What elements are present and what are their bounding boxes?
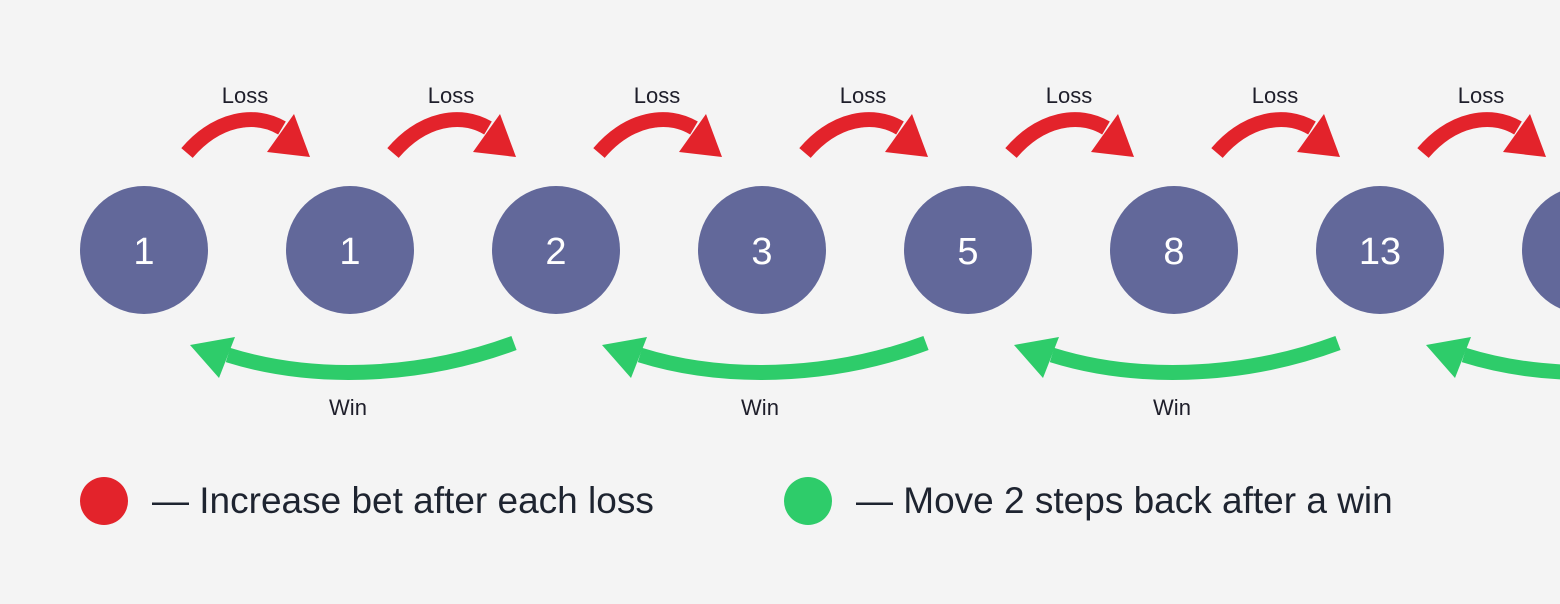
- legend-loss-text: — Increase bet after each loss: [152, 480, 654, 521]
- sequence-node: [904, 186, 1032, 314]
- win-arrow-head-icon: [602, 337, 647, 378]
- win-label: Win: [329, 395, 367, 420]
- loss-arrow-head-icon: [679, 114, 722, 157]
- win-arrow-head-icon: [1014, 337, 1059, 378]
- loss-arrow: [799, 112, 904, 159]
- win-arrow: [225, 335, 517, 380]
- red-dot-icon: [80, 477, 128, 525]
- sequence-node-value: 1: [339, 231, 360, 273]
- green-dot-icon: [784, 477, 832, 525]
- loss-arrow-head-icon: [1503, 114, 1546, 157]
- loss-label: Loss: [1046, 83, 1092, 108]
- loss-arrow: [1005, 112, 1110, 159]
- loss-label: Loss: [1252, 83, 1298, 108]
- loss-arrow: [1211, 112, 1316, 159]
- sequence-node: [286, 186, 414, 314]
- sequence-node-value: 3: [751, 231, 772, 273]
- win-arrow: [1461, 347, 1560, 380]
- loss-arrow-head-icon: [473, 114, 516, 157]
- sequence-node: [1316, 186, 1444, 314]
- loss-label: Loss: [222, 83, 268, 108]
- sequence-node-value: 2: [545, 231, 566, 273]
- legend-win-text: — Move 2 steps back after a win: [856, 480, 1393, 521]
- sequence-node-value: 1: [133, 231, 154, 273]
- sequence-node: [80, 186, 208, 314]
- sequence-node: [492, 186, 620, 314]
- loss-arrow: [181, 112, 286, 159]
- win-label: Win: [1153, 395, 1191, 420]
- sequence-node: [1110, 186, 1238, 314]
- legend-loss: — Increase bet after each loss: [80, 476, 654, 526]
- loss-arrow-head-icon: [1091, 114, 1134, 157]
- loss-label: Loss: [1458, 83, 1504, 108]
- win-arrow-head-icon: [1426, 337, 1471, 378]
- legend-win: — Move 2 steps back after a win: [784, 476, 1393, 526]
- loss-arrow: [387, 112, 492, 159]
- win-arrows-group: Win Win Win: [190, 335, 1560, 420]
- sequence-node-value: 8: [1163, 231, 1184, 273]
- loss-arrow: [593, 112, 698, 159]
- loss-label: Loss: [634, 83, 680, 108]
- loss-label: Loss: [840, 83, 886, 108]
- win-arrow: [1049, 335, 1341, 380]
- loss-arrows-group: Loss Loss Loss Loss Loss Loss Loss: [181, 83, 1546, 159]
- sequence-node-value: 13: [1359, 231, 1401, 273]
- win-arrow-head-icon: [190, 337, 235, 378]
- loss-arrow-head-icon: [885, 114, 928, 157]
- loss-arrow-head-icon: [267, 114, 310, 157]
- win-arrow: [637, 335, 929, 380]
- loss-arrow-head-icon: [1297, 114, 1340, 157]
- sequence-node: [698, 186, 826, 314]
- loss-label: Loss: [428, 83, 474, 108]
- sequence-nodes-group: 1 1 2 3 5 8 13: [80, 186, 1560, 314]
- win-label: Win: [741, 395, 779, 420]
- sequence-node: [1522, 191, 1560, 309]
- loss-arrow: [1417, 112, 1522, 159]
- sequence-node-value: 5: [957, 231, 978, 273]
